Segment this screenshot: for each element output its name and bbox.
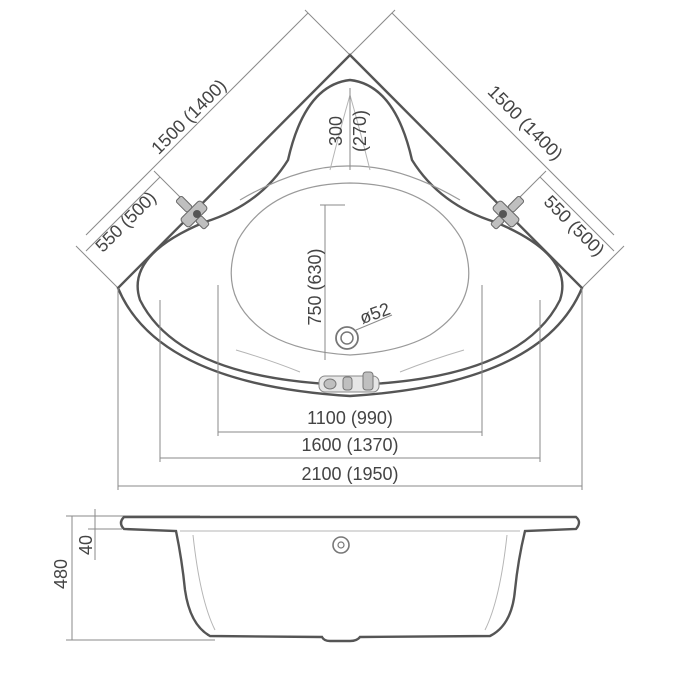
overflow-icon	[332, 536, 350, 554]
tap-fixture-icon	[490, 195, 525, 230]
label-width-inner: 1100 (990)	[307, 408, 393, 428]
label-side-right: 1500 (1400)	[484, 81, 567, 164]
tub-side-profile	[119, 515, 581, 643]
basin-floor	[230, 182, 470, 356]
extension-line-right	[581, 245, 625, 289]
dimension-line-short-right	[539, 176, 615, 252]
dimension-line-side-left	[85, 12, 309, 236]
label-short-left: 550 (500)	[91, 187, 160, 256]
armrest-right	[399, 349, 465, 373]
label-short-right: 550 (500)	[540, 191, 609, 260]
label-seat-depth: 300	[326, 116, 346, 146]
extension-line-top-right	[349, 9, 396, 56]
side-view: 480 40	[51, 509, 581, 643]
label-rim-height: 40	[76, 535, 96, 555]
label-seat-depth-alt: (270)	[350, 110, 370, 152]
label-side-left: 1500 (1400)	[147, 75, 230, 158]
side-contour-right	[484, 534, 508, 631]
extension-line-left	[75, 245, 119, 289]
label-basin-depth: 750 (630)	[305, 248, 325, 325]
dimension-line-side-right	[391, 12, 615, 236]
side-contour-left	[192, 534, 216, 631]
armrest-left	[235, 349, 301, 373]
tap-fixture-icon	[175, 195, 210, 230]
dimension-line-short-left	[85, 176, 161, 252]
label-width-total: 2100 (1950)	[301, 464, 398, 484]
drain-icon	[335, 314, 393, 350]
drain-leader	[355, 314, 393, 331]
plan-view: 1500 (1400) 1500 (1400) 550 (500) 550 (5…	[75, 9, 625, 490]
label-total-height: 480	[51, 559, 71, 589]
extension-line-top-left	[304, 9, 351, 56]
faucet-icon	[318, 371, 380, 393]
label-width-mid: 1600 (1370)	[301, 435, 398, 455]
